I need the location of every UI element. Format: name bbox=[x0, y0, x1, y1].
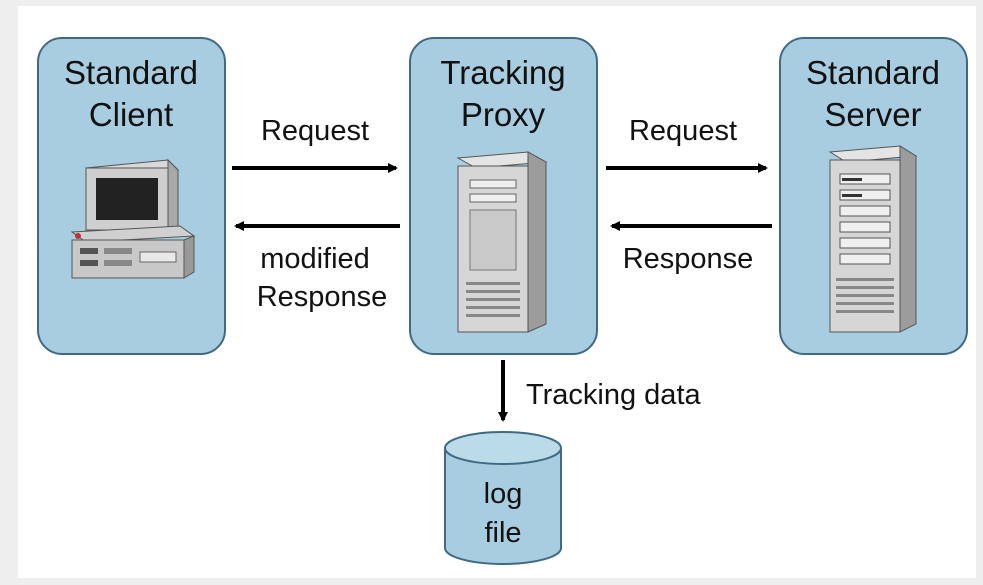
edge-proxy-to-log-label: Tracking data bbox=[526, 379, 701, 411]
edge-proxy-to-log: Tracking data bbox=[498, 360, 701, 422]
edge-proxy-to-server-label: Request bbox=[629, 115, 737, 147]
edge-client-to-proxy: Request bbox=[232, 115, 398, 173]
log-file-node: log file bbox=[444, 431, 562, 565]
tracking-proxy-node: Tracking Proxy bbox=[409, 37, 598, 355]
edge-proxy-to-client-label-line1: modified bbox=[260, 243, 370, 275]
client-label-line1: Standard bbox=[64, 54, 198, 91]
edge-server-to-proxy-label: Response bbox=[623, 243, 754, 275]
standard-server-node: Standard Server bbox=[779, 37, 968, 355]
server-label-line2: Server bbox=[824, 96, 921, 133]
edge-proxy-to-client-label-line2: Response bbox=[257, 281, 388, 313]
server-rack-icon bbox=[828, 145, 918, 333]
edge-client-to-proxy-label: Request bbox=[261, 115, 369, 147]
proxy-server-tower-icon bbox=[456, 151, 548, 333]
log-label-line2: file bbox=[484, 517, 521, 549]
client-label-line2: Client bbox=[89, 96, 173, 133]
standard-client-node: Standard Client bbox=[37, 37, 226, 355]
proxy-label-line2: Proxy bbox=[461, 96, 546, 133]
log-label-line1: log bbox=[484, 478, 523, 510]
proxy-label-line1: Tracking bbox=[440, 54, 565, 91]
server-label-line1: Standard bbox=[806, 54, 940, 91]
edge-server-to-proxy: Response bbox=[610, 221, 772, 275]
edge-proxy-to-server: Request bbox=[606, 115, 768, 173]
desktop-computer-icon bbox=[70, 158, 196, 279]
edge-proxy-to-client: modified Response bbox=[234, 221, 400, 313]
